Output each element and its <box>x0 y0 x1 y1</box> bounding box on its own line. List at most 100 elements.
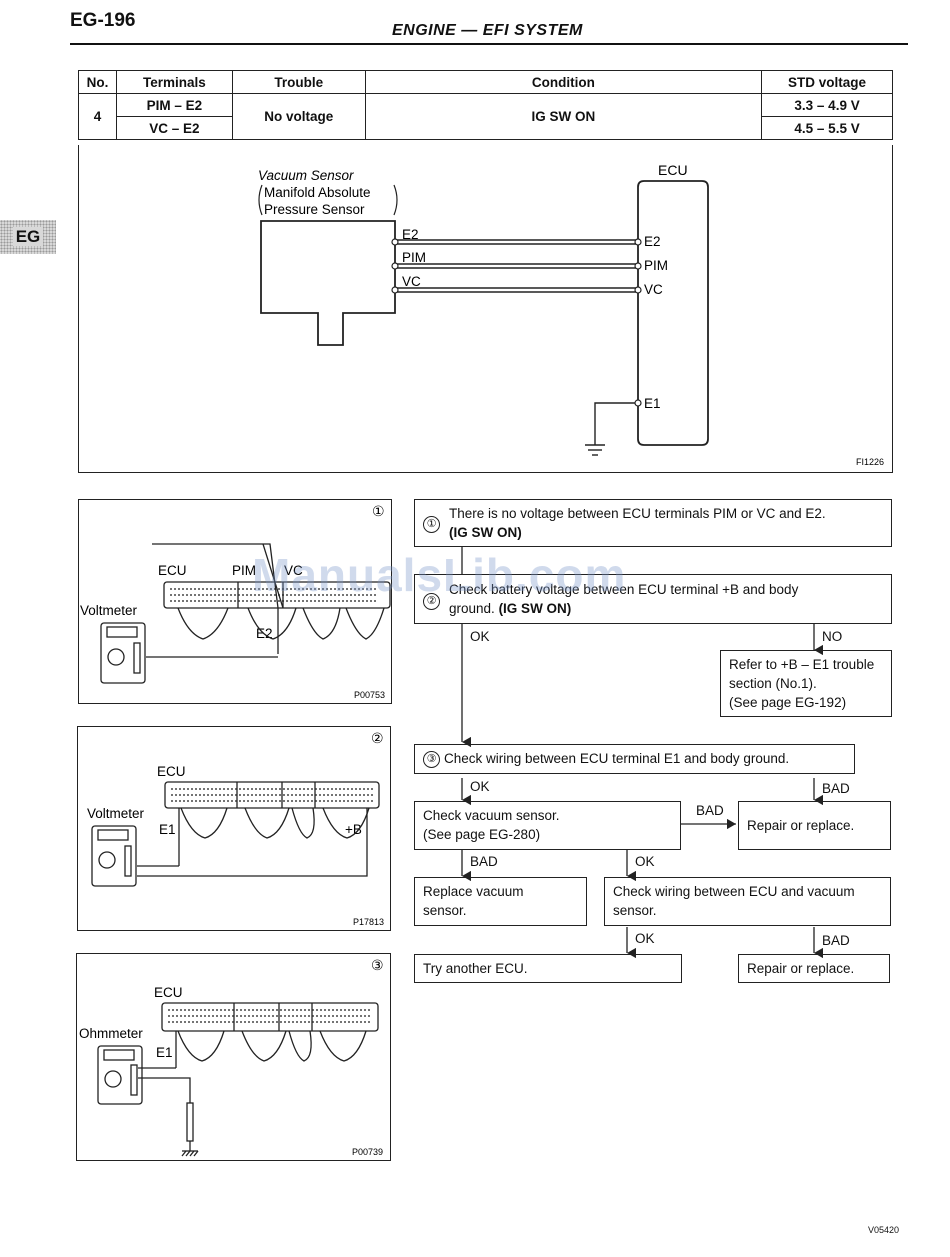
try-ecu-text: Try another ECU. <box>423 961 528 976</box>
step3-number: ③ <box>423 750 440 768</box>
col-header-condition: Condition <box>364 70 763 94</box>
repair-box-1: Repair or replace. <box>738 801 891 850</box>
figure-2-probe-b: +B <box>345 822 362 837</box>
table-row: VC – E2 4.5 – 5.5 V <box>79 116 893 140</box>
figure-1-meter-label: Voltmeter <box>80 603 138 618</box>
cell-terminal: PIM – E2 <box>115 93 233 117</box>
no-label: NO <box>822 629 843 644</box>
replace-vacuum-box: Replace vacuum sensor. <box>414 877 587 926</box>
check-vacuum-box: Check vacuum sensor. (See page EG-280) <box>414 801 681 850</box>
step2-number: ② <box>423 592 440 610</box>
step2-text-2: ground. <box>449 601 495 616</box>
figure-1-probe-pim: PIM <box>232 563 256 578</box>
ok-label: OK <box>470 629 490 644</box>
ok-label: OK <box>470 779 490 794</box>
side-tab: EG <box>0 220 56 254</box>
cell-std-voltage: 4.5 – 5.5 V <box>761 116 893 140</box>
figure-1: ① ECU PIM VC Voltmeter E2 P00753 <box>80 503 391 700</box>
bad-label: BAD <box>696 803 724 818</box>
replace-vacuum-line-1: Replace vacuum <box>423 884 524 899</box>
step3-box: ③ Check wiring between ECU terminal E1 an… <box>414 744 855 774</box>
figure-2-meter-label: Voltmeter <box>87 806 145 821</box>
check-wiring-line-1: Check wiring between ECU and vacuum <box>613 884 855 899</box>
figure-3-number: ③ <box>371 957 384 973</box>
figure-2-ecu-label: ECU <box>157 764 186 779</box>
repair-box-2: Repair or replace. <box>738 954 890 983</box>
vacuum-sensor-body <box>260 220 396 346</box>
figure-3-probe-e1: E1 <box>156 1045 173 1060</box>
sensor-terminal-pim: PIM <box>402 250 426 265</box>
check-wiring-box: Check wiring between ECU and vacuum sens… <box>604 877 891 926</box>
step2-bold: (IG SW ON) <box>498 601 572 616</box>
figure-3-meter-label: Ohmmeter <box>79 1026 143 1041</box>
cell-trouble: No voltage <box>231 93 366 140</box>
refer-box: Refer to +B – E1 trouble section (No.1).… <box>720 650 892 717</box>
table-header-row: No. Terminals Trouble Condition STD volt… <box>78 70 893 94</box>
figure-3: ③ ECU Ohmmeter E1 P00739 <box>79 957 384 1157</box>
cell-terminal: VC – E2 <box>115 116 233 140</box>
sensor-terminal-e2: E2 <box>402 227 419 242</box>
bracket-left <box>258 184 263 216</box>
footer-code: V05420 <box>868 1225 900 1235</box>
step1-number: ① <box>423 515 440 533</box>
ecu-terminal-pim: PIM <box>644 258 668 273</box>
ok-label: OK <box>635 931 655 946</box>
figure-1-frame <box>78 499 392 704</box>
bad-label: BAD <box>470 854 498 869</box>
step1-box: ① There is no voltage between ECU termin… <box>414 499 892 547</box>
step3-text: Check wiring between ECU terminal E1 and… <box>444 751 790 766</box>
replace-vacuum-line-2: sensor. <box>423 903 467 918</box>
col-header-terminals: Terminals <box>115 70 233 94</box>
refer-line-1: Refer to +B – E1 trouble <box>729 657 875 672</box>
step2-box: ② Check battery voltage between ECU term… <box>414 574 892 624</box>
step2-text: Check battery voltage between ECU termin… <box>449 582 799 597</box>
page-number: EG-196 <box>70 10 136 31</box>
check-vacuum-line-1: Check vacuum sensor. <box>423 808 560 823</box>
ecu-terminal-vc: VC <box>644 282 663 297</box>
step1-text: There is no voltage between ECU terminal… <box>449 506 826 521</box>
ok-label: OK <box>635 854 655 869</box>
refer-line-3: (See page EG-192) <box>729 695 847 710</box>
step1-bold: (IG SW ON) <box>449 525 522 540</box>
try-ecu-box: Try another ECU. <box>414 954 682 983</box>
circuit-diagram: Vacuum Sensor Manifold Absolute Pressure… <box>258 162 884 467</box>
refer-line-2: section (No.1). <box>729 676 817 691</box>
table-row: 4 PIM – E2 No voltage IG SW ON 3.3 – 4.9… <box>78 93 893 140</box>
ecu-terminal-e1: E1 <box>644 396 661 411</box>
bracket-right <box>393 184 398 216</box>
col-header-no: No. <box>78 70 117 94</box>
figure-1-number: ① <box>372 503 385 519</box>
repair-text-2: Repair or replace. <box>747 961 855 976</box>
figure-3-code: P00739 <box>352 1147 383 1157</box>
figure-2-probe-e1: E1 <box>159 822 176 837</box>
figure-1-probe-vc: VC <box>284 563 303 578</box>
circuit-diagram-frame <box>78 145 893 473</box>
figure-2-frame <box>77 726 391 931</box>
check-wiring-line-2: sensor. <box>613 903 657 918</box>
check-vacuum-line-2: (See page EG-280) <box>423 827 541 842</box>
figure-3-frame <box>76 953 391 1161</box>
bad-label: BAD <box>822 781 850 796</box>
figure-2-number: ② <box>371 730 384 746</box>
figure-1-code: P00753 <box>354 690 385 700</box>
figure-1-ecu-label: ECU <box>158 563 187 578</box>
col-header-trouble: Trouble <box>231 70 366 94</box>
flowchart-connectors <box>461 547 824 959</box>
figure-3-ecu-label: ECU <box>154 985 183 1000</box>
cell-std-voltage: 3.3 – 4.9 V <box>761 93 893 117</box>
figure-2-code: P17813 <box>353 917 384 927</box>
spec-table: No. Terminals Trouble Condition STD volt… <box>78 70 893 140</box>
sensor-subtitle-2: Pressure Sensor <box>264 202 365 217</box>
sensor-subtitle-1: Manifold Absolute <box>264 185 371 200</box>
ecu-terminal-e2: E2 <box>644 234 661 249</box>
sensor-title: Vacuum Sensor <box>258 168 354 183</box>
circuit-figure-code: FI1226 <box>856 457 884 467</box>
ecu-body <box>637 180 709 446</box>
header-rule <box>70 43 908 45</box>
col-header-std-voltage: STD voltage <box>761 70 893 94</box>
cell-condition: IG SW ON <box>364 93 763 140</box>
side-tab-label: EG <box>12 227 44 246</box>
cell-no: 4 <box>78 93 117 140</box>
sensor-terminal-vc: VC <box>402 274 421 289</box>
section-title: ENGINE — EFI SYSTEM <box>392 22 583 39</box>
